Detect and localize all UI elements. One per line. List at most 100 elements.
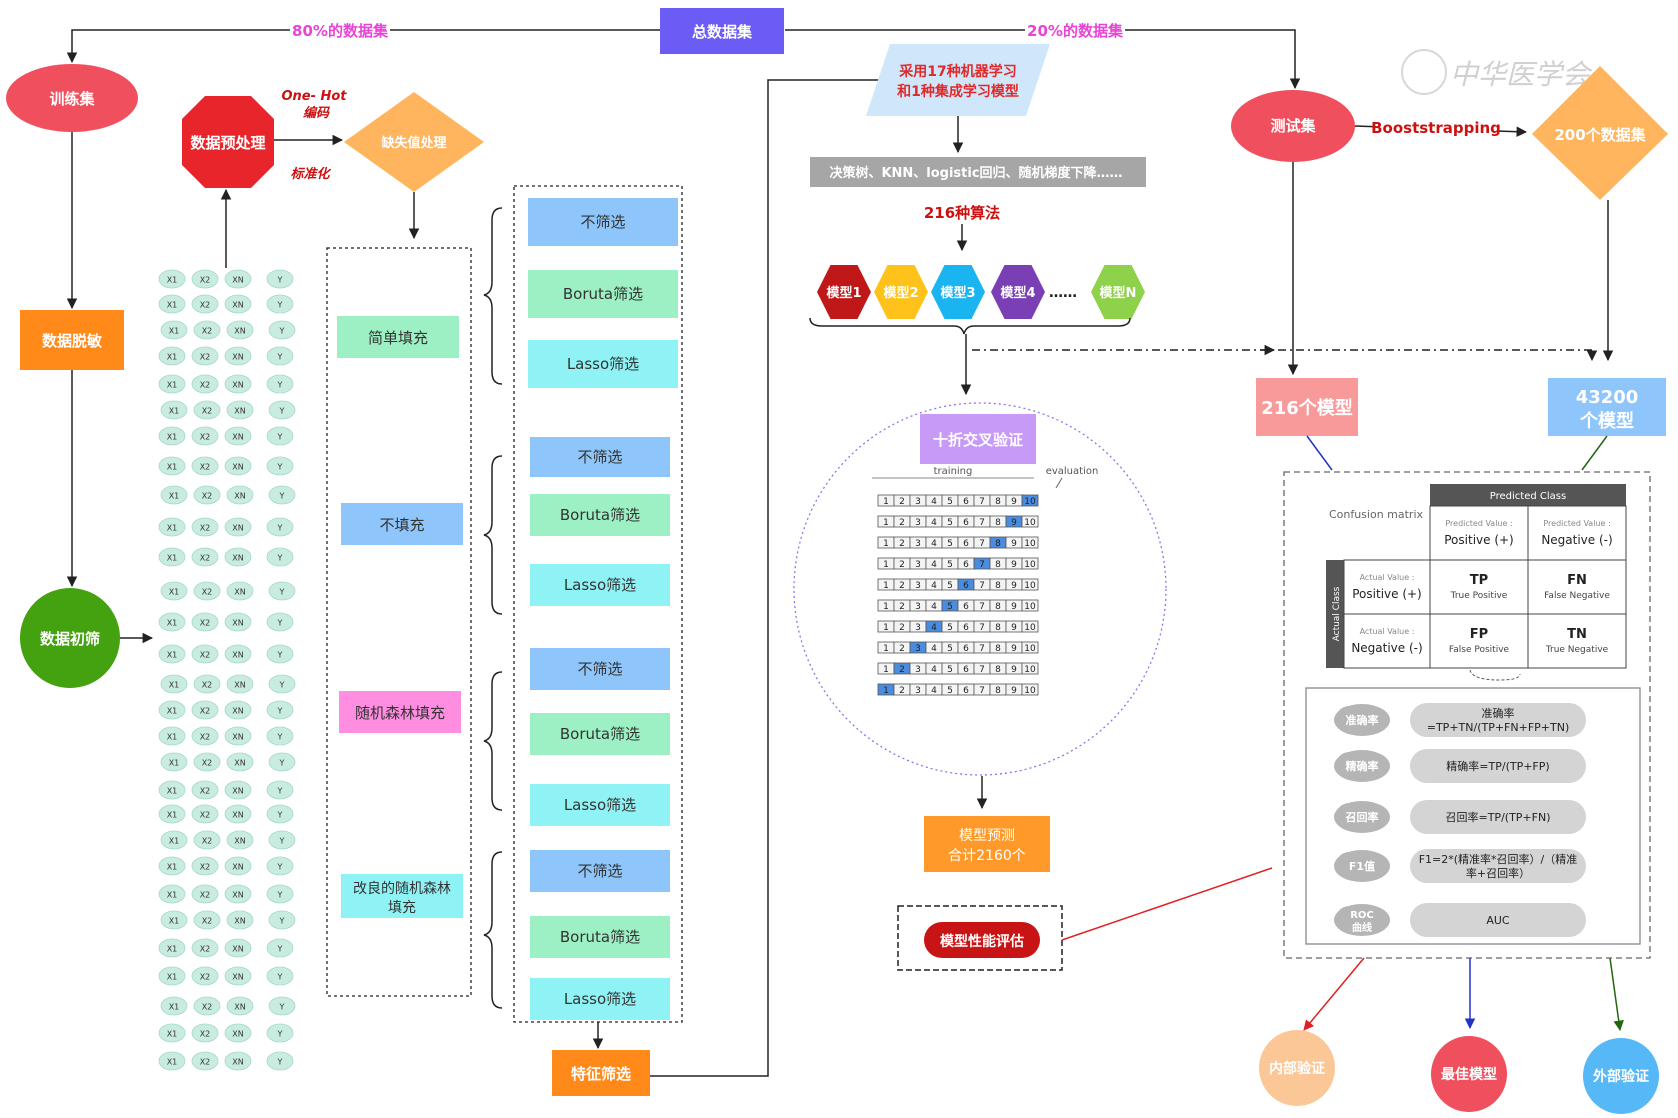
matrix-cell-y: Y: [268, 996, 296, 1016]
matrix-cell-label: X1: [169, 407, 180, 416]
perf-eval-label: 模型性能评估: [940, 933, 1024, 950]
matrix-cell-x2: X2: [193, 674, 221, 694]
filter-button[interactable]: [530, 916, 670, 958]
fold-cell-label: 3: [915, 644, 921, 654]
metric-formula: 召回率=TP/(TP+FN): [1446, 810, 1551, 824]
fold-cell-label: 2: [899, 518, 905, 528]
metric-formula-1: 准确率: [1482, 706, 1515, 720]
fold-cell-label: 7: [979, 623, 985, 633]
matrix-cell-x2: X2: [191, 1023, 219, 1043]
imputation-rf[interactable]: [339, 691, 461, 733]
imputation-simple[interactable]: [337, 316, 459, 358]
fold-cell-label: 10: [1024, 644, 1036, 654]
filter-button[interactable]: [530, 648, 670, 690]
models-216-box[interactable]: [1256, 378, 1358, 436]
filter-button-label: Lasso筛选: [564, 576, 636, 594]
cv-box[interactable]: [920, 414, 1036, 464]
models-43200-box[interactable]: [1548, 378, 1666, 436]
feature-select-box[interactable]: [552, 1050, 650, 1096]
matrix-cell-label: Y: [277, 524, 283, 533]
matrix-cell-x1: X1: [158, 726, 186, 746]
model-hexagon[interactable]: [874, 265, 928, 319]
imputation-rf-label: 随机森林填充: [355, 704, 445, 722]
matrix-cell-y: Y: [268, 485, 296, 505]
matrix-cell-xn: XN: [226, 830, 254, 850]
matrix-cell-y: Y: [268, 830, 296, 850]
predict-box[interactable]: [924, 816, 1050, 872]
matrix-cell-label: X1: [167, 1030, 178, 1039]
metric-formula-box: [1410, 749, 1586, 783]
matrix-cell-y: Y: [266, 1023, 294, 1043]
matrix-cell-label: X2: [200, 707, 211, 716]
model-hexagon[interactable]: [1091, 265, 1145, 319]
filter-button[interactable]: [530, 713, 670, 755]
matrix-cell-x1: X1: [160, 581, 188, 601]
models-43200-label-1: 43200: [1576, 387, 1639, 408]
matrix-cell-label: Y: [277, 733, 283, 742]
filter-button[interactable]: [530, 494, 670, 536]
fold-cell: [1021, 662, 1039, 675]
model-hexagon[interactable]: [931, 265, 985, 319]
matrix-cell-x2: X2: [191, 644, 219, 664]
fold-cell-label: 5: [947, 686, 953, 696]
filter-button[interactable]: [528, 270, 678, 318]
matrix-cell-label: X2: [202, 588, 213, 597]
filter-button[interactable]: [528, 340, 678, 388]
matrix-cell-xn: XN: [224, 1051, 252, 1071]
fold-cell-label: 4: [931, 665, 937, 675]
fold-cell-label: 6: [963, 518, 969, 528]
external-circle[interactable]: [1583, 1038, 1659, 1114]
filter-button[interactable]: [530, 437, 670, 477]
matrix-cell-xn: XN: [226, 485, 254, 505]
matrix-cell-x1: X1: [160, 830, 188, 850]
datasets-200-diamond[interactable]: [1532, 66, 1668, 200]
desensitize-label: 数据脱敏: [42, 332, 103, 350]
matrix-cell-label: XN: [234, 759, 245, 768]
test-set-ellipse[interactable]: [1231, 90, 1355, 162]
desensitize-box[interactable]: [20, 310, 124, 370]
metrics-panel: [1305, 687, 1641, 945]
best-model-circle[interactable]: [1431, 1036, 1507, 1112]
matrix-cell-label: X1: [169, 759, 180, 768]
missing-diamond[interactable]: [344, 92, 484, 192]
matrix-cell-label: XN: [232, 787, 243, 796]
model-hexagon[interactable]: [817, 265, 871, 319]
matrix-cell-label: XN: [234, 327, 245, 336]
model-hexagon[interactable]: [991, 265, 1045, 319]
cv-label: 十折交叉验证: [933, 431, 1023, 449]
fold-cell-label: 4: [931, 581, 937, 591]
fold-cell-label: 9: [1011, 686, 1017, 696]
filter-button[interactable]: [530, 564, 670, 606]
total-dataset-box[interactable]: [660, 8, 784, 54]
filter-button[interactable]: [530, 850, 670, 892]
filter-button[interactable]: [530, 978, 670, 1020]
imputation-improved-rf[interactable]: [341, 874, 463, 918]
fold-cell-label: 8: [995, 623, 1001, 633]
fold-cell-label: 3: [915, 665, 921, 675]
fold-cell-label: 8: [995, 560, 1001, 570]
fold-cell-label: 3: [915, 518, 921, 528]
fold-cell-label: 9: [1011, 623, 1017, 633]
initial-screen-circle[interactable]: [20, 588, 120, 688]
ml-parallelogram[interactable]: [866, 44, 1050, 116]
fold-cell-label: 8: [995, 518, 1001, 528]
fold-cell-label: 8: [995, 686, 1001, 696]
fold-cell: [1021, 620, 1039, 633]
missing-label: 缺失值处理: [380, 135, 446, 151]
internal-circle[interactable]: [1259, 1030, 1335, 1106]
preprocess-octagon[interactable]: [182, 96, 274, 188]
cm-actual-class: Actual Class: [1332, 586, 1342, 641]
imputation-none[interactable]: [341, 503, 463, 545]
matrix-cell-label: X1: [167, 276, 178, 285]
matrix-cell-label: X2: [200, 1030, 211, 1039]
train-set-ellipse[interactable]: [6, 64, 138, 132]
fold-cell-label: 5: [947, 497, 953, 507]
matrix-cell-label: XN: [232, 651, 243, 660]
perf-eval-box[interactable]: [924, 922, 1040, 958]
matrix-cell-label: X2: [200, 554, 211, 563]
cv-training-label: training: [934, 466, 973, 477]
matrix-cell-label: X1: [169, 917, 180, 926]
filter-button[interactable]: [530, 784, 670, 826]
filter-button[interactable]: [528, 198, 678, 246]
matrix-cell-x1: X1: [158, 612, 186, 632]
